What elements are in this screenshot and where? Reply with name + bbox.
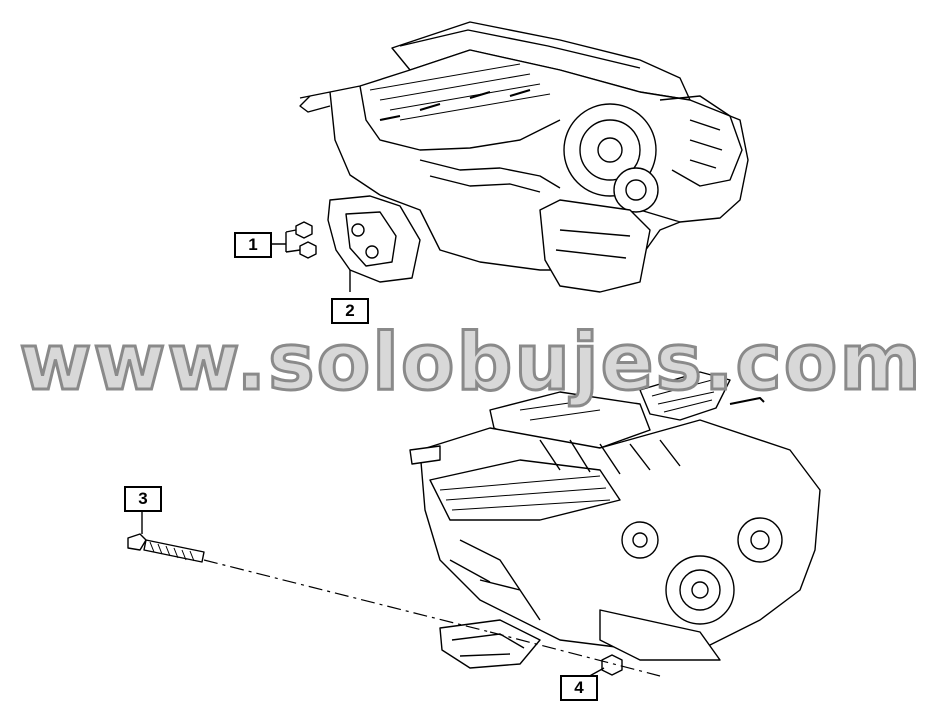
upper-engine-illustration (295, 21, 749, 293)
callout-3: 3 (124, 486, 162, 512)
lower-engine-illustration (127, 371, 821, 677)
callout-4: 4 (560, 675, 598, 701)
callout-2: 2 (331, 298, 369, 324)
watermark-text: www.solobujes.com (18, 317, 923, 410)
callout-1: 1 (234, 232, 272, 258)
